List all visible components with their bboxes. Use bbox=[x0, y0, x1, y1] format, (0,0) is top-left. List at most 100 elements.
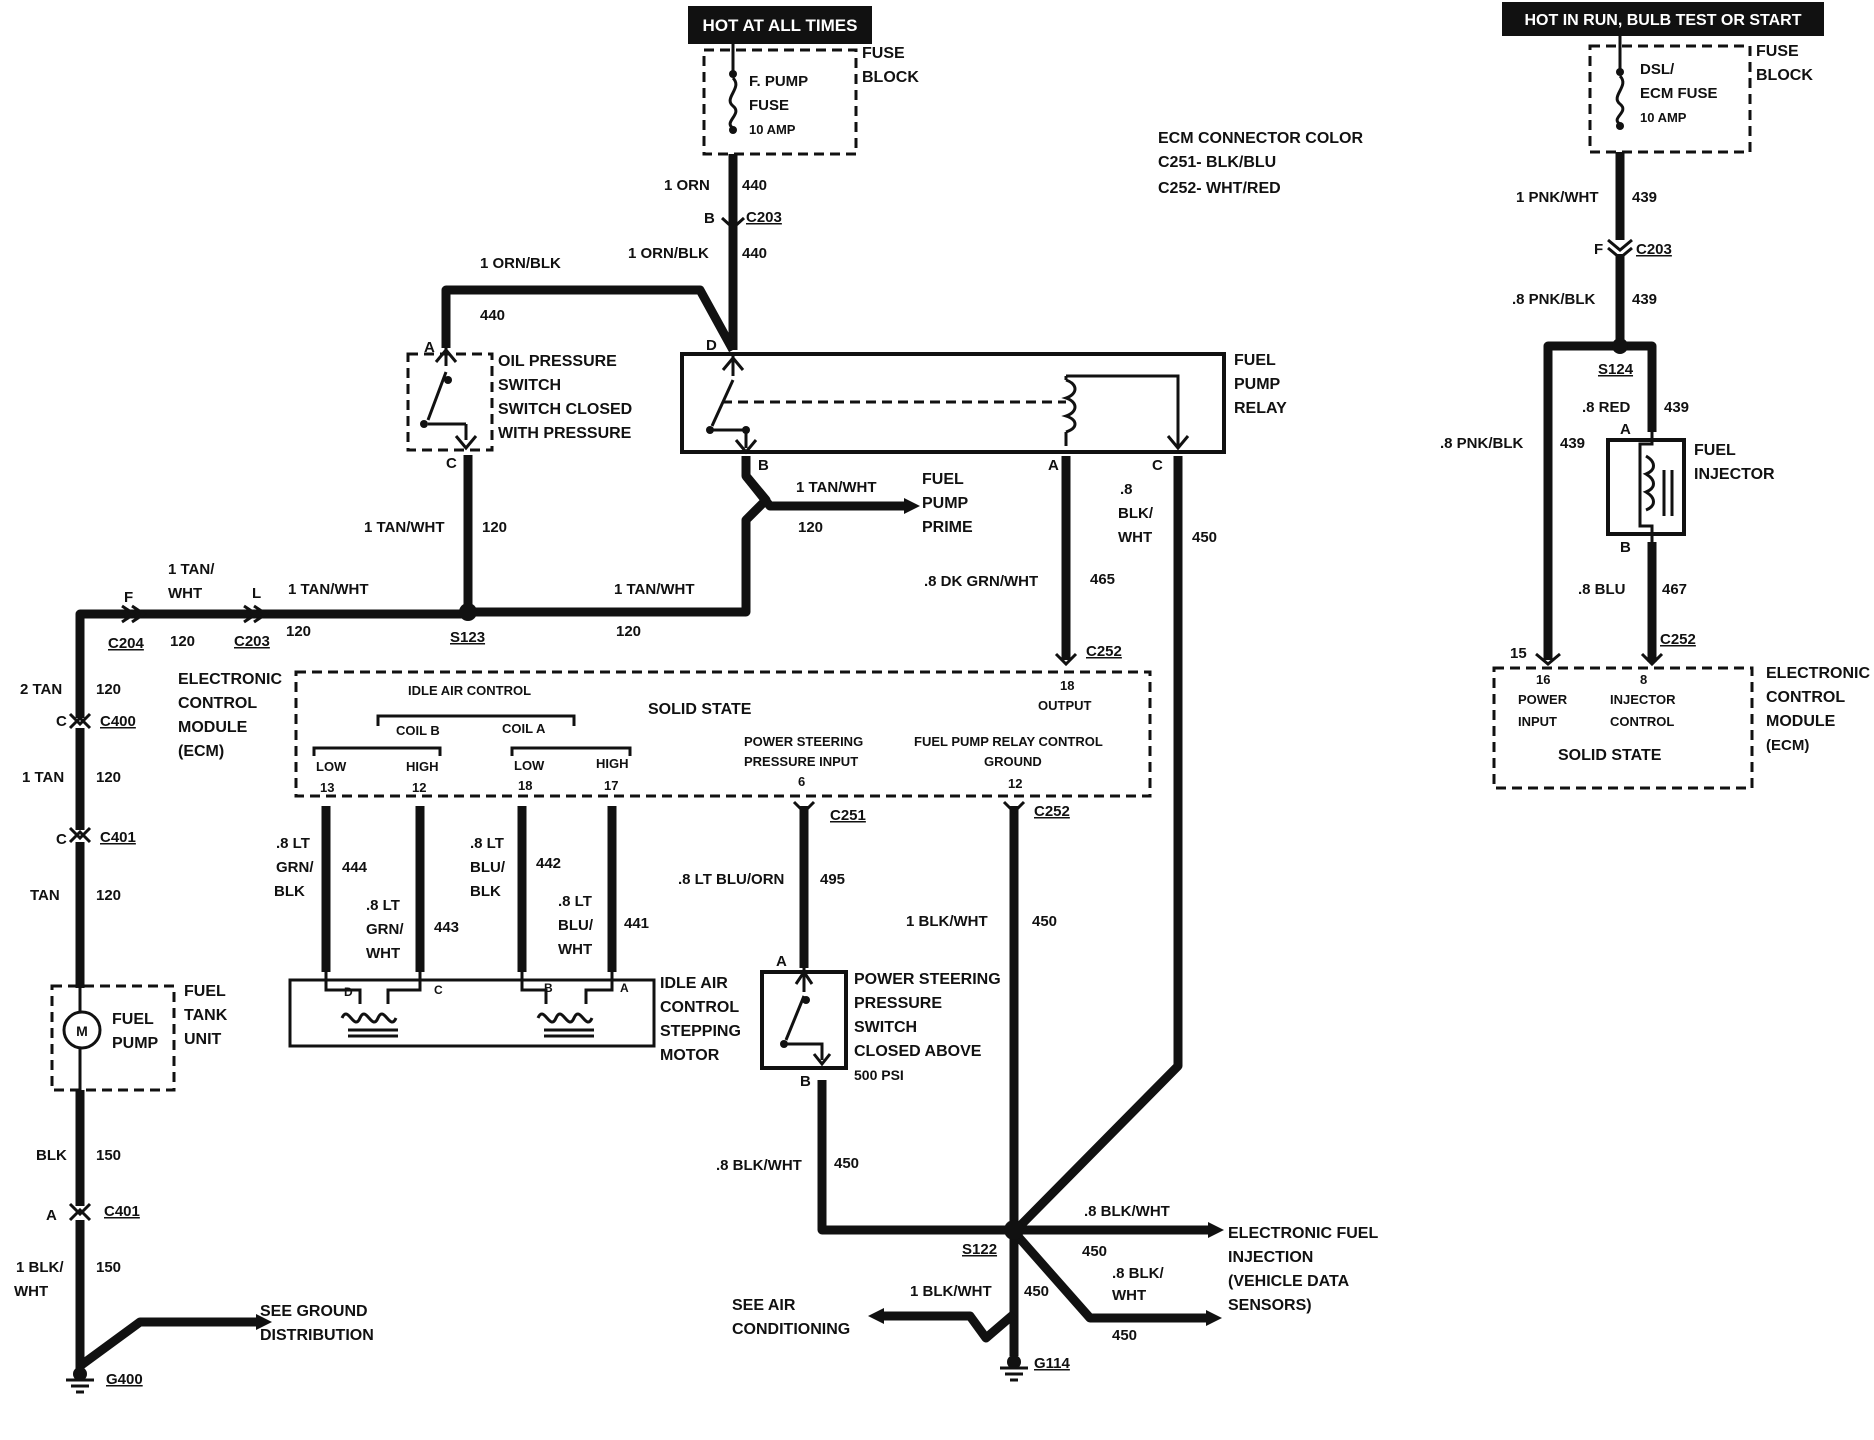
oil-switch-label3: SWITCH CLOSED bbox=[498, 401, 632, 418]
air-conditioning-ref: SEE AIR CONDITIONING bbox=[732, 1297, 850, 1338]
ecm-connector-c252: C252- WHT/RED bbox=[1158, 180, 1281, 197]
c204-label: C204 bbox=[108, 635, 145, 652]
iac-pin-b: B bbox=[544, 981, 553, 995]
w441-color2: BLU/ bbox=[558, 917, 594, 934]
w440b-num: 440 bbox=[480, 307, 505, 324]
fuel-pump-relay: D B A C FUEL PUMP RELAY bbox=[680, 337, 1287, 474]
g400-label: G400 bbox=[106, 1371, 143, 1388]
w440c-color: 1 ORN/BLK bbox=[628, 245, 709, 262]
c401b-label: C401 bbox=[104, 1203, 140, 1220]
ecm-right-pin-15: 15 bbox=[1510, 645, 1527, 662]
ecm-left-label1: ELECTRONIC bbox=[178, 671, 282, 688]
w443-color1: .8 LT bbox=[366, 897, 400, 914]
injector-pin-a: A bbox=[1620, 421, 1631, 438]
c252-top-label: C252 bbox=[1086, 643, 1122, 660]
fuse-dsl-ecm: DSL/ ECM FUSE 10 AMP FUSE BLOCK bbox=[1588, 36, 1813, 154]
fuse-block-right-label1: FUSE bbox=[1756, 43, 1799, 60]
efi-ref: ELECTRONIC FUEL INJECTION (VEHICLE DATA … bbox=[1228, 1225, 1378, 1314]
w150-color1: 1 BLK/ bbox=[16, 1259, 64, 1276]
ecm-right-pin-8: 8 bbox=[1640, 672, 1647, 687]
oil-switch-pin-a: A bbox=[424, 339, 435, 356]
ecm-ps-input1: POWER STEERING bbox=[744, 734, 863, 749]
w450-relay-c1: .8 bbox=[1120, 481, 1133, 498]
efi-label2: INJECTION bbox=[1228, 1249, 1313, 1266]
banner-hot-in-run-text: HOT IN RUN, BULB TEST OR START bbox=[1524, 12, 1801, 29]
fuse-dsl-rating: 10 AMP bbox=[1640, 110, 1687, 125]
s122-label: S122 bbox=[962, 1241, 997, 1258]
ecm-connector-color-title: ECM CONNECTOR COLOR bbox=[1158, 130, 1363, 147]
iac-label4: MOTOR bbox=[660, 1047, 720, 1064]
prime-label1: FUEL bbox=[922, 471, 964, 488]
w442-color1: .8 LT bbox=[470, 835, 504, 852]
w120-oil-color: 1 TAN/WHT bbox=[364, 519, 445, 536]
relay-pin-b: B bbox=[758, 457, 769, 474]
w444-color1: .8 LT bbox=[276, 835, 310, 852]
w439b-num: 439 bbox=[1632, 291, 1657, 308]
w450-efi2-color2: WHT bbox=[1112, 1287, 1146, 1304]
ground-dist-label2: DISTRIBUTION bbox=[260, 1327, 374, 1344]
w120-oil-num: 120 bbox=[482, 519, 507, 536]
w450-relay-c3: WHT bbox=[1118, 529, 1152, 546]
power-steering-switch: A B POWER STEERING PRESSURE SWITCH CLOSE… bbox=[760, 953, 1001, 1090]
c400-pin: C bbox=[56, 713, 67, 730]
fuel-pump-label2: PUMP bbox=[112, 1035, 159, 1052]
w120-2tan-num: 120 bbox=[96, 681, 121, 698]
w450-ac-num: 450 bbox=[1024, 1283, 1049, 1300]
w150-blk-color: BLK bbox=[36, 1147, 67, 1164]
ecm-left-label2: CONTROL bbox=[178, 695, 257, 712]
c400-label: C400 bbox=[100, 713, 136, 730]
c252-bottom-label: C252 bbox=[1034, 803, 1070, 820]
relay-pin-c: C bbox=[1152, 457, 1163, 474]
ecm-pin-18a: 18 bbox=[518, 778, 532, 793]
efi-label4: SENSORS) bbox=[1228, 1297, 1312, 1314]
relay-label2: PUMP bbox=[1234, 376, 1281, 393]
g114-label: G114 bbox=[1034, 1355, 1071, 1372]
c203-top-pin: B bbox=[704, 210, 715, 227]
w441-color3: WHT bbox=[558, 941, 592, 958]
air-cond-label1: SEE AIR bbox=[732, 1297, 796, 1314]
oil-switch-pin-c: C bbox=[446, 455, 457, 472]
ps-switch-label2: PRESSURE bbox=[854, 995, 942, 1012]
w440a-color: 1 ORN bbox=[664, 177, 710, 194]
connector-labels: B C203 F C204 L C203 C C400 C C401 A C40… bbox=[46, 209, 1696, 1388]
w439d-num: 439 bbox=[1664, 399, 1689, 416]
w120-2tan-color: 2 TAN bbox=[20, 681, 62, 698]
s124-label: S124 bbox=[1598, 361, 1634, 378]
fuse-dsl-name1: DSL/ bbox=[1640, 61, 1675, 78]
w444-num: 444 bbox=[342, 859, 368, 876]
oil-pressure-switch: A C OIL PRESSURE SWITCH SWITCH CLOSED WI… bbox=[406, 339, 632, 472]
fuse-block-label2: BLOCK bbox=[862, 69, 919, 86]
w439c-color: .8 PNK/BLK bbox=[1440, 435, 1524, 452]
ecm-high-1: HIGH bbox=[406, 759, 439, 774]
c203-top-label: C203 bbox=[746, 209, 782, 226]
w120-prime-color: 1 TAN/WHT bbox=[796, 479, 877, 496]
ecm-left: ELECTRONIC CONTROL MODULE (ECM) SOLID ST… bbox=[178, 670, 1152, 798]
ecm-pin-12b: 12 bbox=[1008, 776, 1022, 791]
w441-num: 441 bbox=[624, 915, 649, 932]
w120-tan-color: TAN bbox=[30, 887, 60, 904]
idle-air-control-motor: D C B A IDLE AIR CONTROL STEPPING MOTOR bbox=[288, 972, 741, 1064]
w450-ps-num: 450 bbox=[834, 1155, 859, 1172]
oil-switch-label1: OIL PRESSURE bbox=[498, 353, 617, 370]
relay-label3: RELAY bbox=[1234, 400, 1287, 417]
ground-distribution-ref: SEE GROUND DISTRIBUTION bbox=[260, 1303, 374, 1344]
oil-switch-label4: WITH PRESSURE bbox=[498, 425, 632, 442]
ps-switch-label5: 500 PSI bbox=[854, 1067, 904, 1083]
c252-right-label: C252 bbox=[1660, 631, 1696, 648]
c401b-pin: A bbox=[46, 1207, 57, 1224]
w450-ac-color: 1 BLK/WHT bbox=[910, 1283, 992, 1300]
iac-pin-c: C bbox=[434, 983, 443, 997]
c401a-label: C401 bbox=[100, 829, 136, 846]
w465-color: .8 DK GRN/WHT bbox=[924, 573, 1038, 590]
w444-color3: BLK bbox=[274, 883, 305, 900]
fuse-pump-name1: F. PUMP bbox=[749, 73, 808, 90]
ecm-coil-a: COIL A bbox=[502, 721, 546, 736]
w465-num: 465 bbox=[1090, 571, 1115, 588]
w120-left-num: 120 bbox=[170, 633, 195, 650]
ecm-left-solid-state: SOLID STATE bbox=[648, 701, 752, 718]
fuse-dsl-name2: ECM FUSE bbox=[1640, 85, 1718, 102]
fuse-pump-rating: 10 AMP bbox=[749, 122, 796, 137]
ps-switch-label3: SWITCH bbox=[854, 1019, 917, 1036]
oil-switch-label2: SWITCH bbox=[498, 377, 561, 394]
